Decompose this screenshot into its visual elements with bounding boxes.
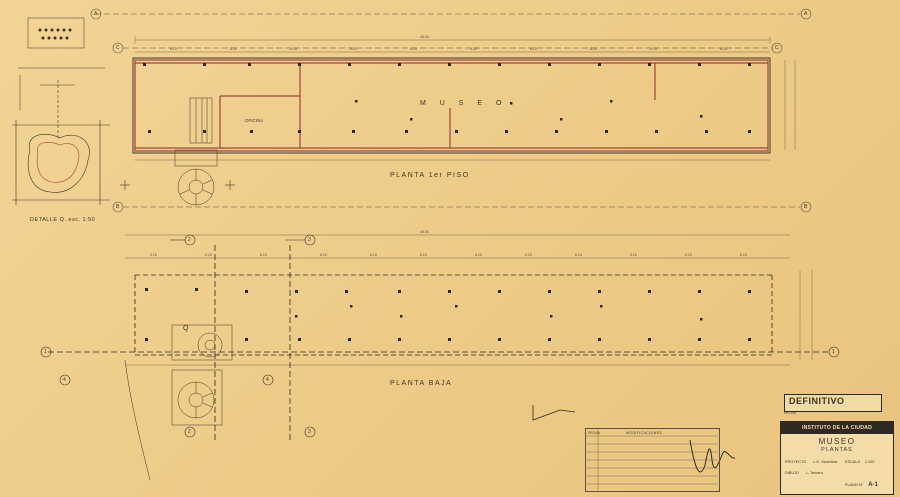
detail-q-marker: Q [183,325,189,332]
modifications-date-header: FECHA [588,431,600,435]
axis-2-label-bottom: 2 [188,429,191,435]
svg-text:6.15: 6.15 [420,253,427,257]
svg-text:6.15: 6.15 [630,253,637,257]
title-row-scale: ESCALA 1:100 [845,460,875,464]
svg-text:6.15: 6.15 [590,47,597,51]
detail-q-label: DETALLE Q. esc. 1:50 [30,217,96,223]
svg-text:6.15: 6.15 [205,253,212,257]
title-row-plan-number: PLANO N° A-1 [845,482,878,488]
svg-text:6.15: 6.15 [290,47,297,51]
svg-text:6.15: 6.15 [475,253,482,257]
axis-a-bubble-right [800,8,812,20]
institute-name: INSTITUTO DE LA CIUDAD UNIVERSITARIA [781,422,893,443]
definitivo-stamp: DEFINITIVO [784,394,882,412]
svg-text:6.15: 6.15 [150,253,157,257]
north-arrow-icon [532,405,576,421]
title-block: INSTITUTO DE LA CIUDAD UNIVERSITARIA MUS… [780,421,894,495]
axis-c-label: C [116,45,120,51]
axis-1-label: 1 [44,349,47,355]
svg-text:6.15: 6.15 [575,253,582,257]
svg-text:6.15: 6.15 [230,47,237,51]
svg-text:6.15: 6.15 [650,47,657,51]
title-row-drawn: DIBUJO L. Tercero [785,471,823,475]
axis-b-bubble-right [800,201,812,213]
axis-a-bubble-left [90,8,102,20]
svg-text:48.00: 48.00 [420,35,429,39]
modifications-header: MODIFICACIONES [626,431,663,435]
svg-text:6.15: 6.15 [720,47,727,51]
ground-floor-title: PLANTA BAJA [390,380,453,387]
stamp-subline: FECHA [784,411,796,415]
axis-2-label: 2 [188,237,191,243]
upper-floor-outline [134,59,769,152]
svg-text:6.15: 6.15 [370,253,377,257]
office-room-label: OFICINA [245,118,264,123]
modifications-table: FECHA MODIFICACIONES [585,428,720,492]
svg-text:6.15: 6.15 [170,47,177,51]
museo-room-label: M U S E O [420,100,508,107]
svg-text:6.15: 6.15 [685,253,692,257]
svg-text:6.15: 6.15 [350,47,357,51]
axis-4-label-right: 4 [266,377,269,383]
axis-b-label: B [116,204,120,210]
svg-text:6.15: 6.15 [470,47,477,51]
svg-text:6.15: 6.15 [525,253,532,257]
stamp-text: DEFINITIVO [789,396,845,406]
title-row-project: PROYECTO L.E. Vicarrieta [785,460,838,464]
axis-4-label: 4 [63,377,66,383]
axis-3-label: 3 [308,237,311,243]
svg-text:6.15: 6.15 [410,47,417,51]
drawing-title: MUSEO [818,437,856,446]
axis-a-label-right: A [804,11,808,17]
axis-c-label-right: C [775,45,779,51]
svg-text:6.15: 6.15 [320,253,327,257]
axis-a-label: A [94,11,98,17]
svg-text:6.15: 6.15 [740,253,747,257]
drawing-subtitle: PLANTAS [821,447,853,453]
svg-text:6.15: 6.15 [530,47,537,51]
upper-floor-title: PLANTA 1er PISO [390,172,470,179]
svg-text:48.00: 48.00 [420,230,429,234]
axis-3-label-bottom: 3 [308,429,311,435]
axis-b-label-right: B [804,204,808,210]
axis-1-label-right: 1 [832,349,835,355]
svg-text:6.15: 6.15 [260,253,267,257]
